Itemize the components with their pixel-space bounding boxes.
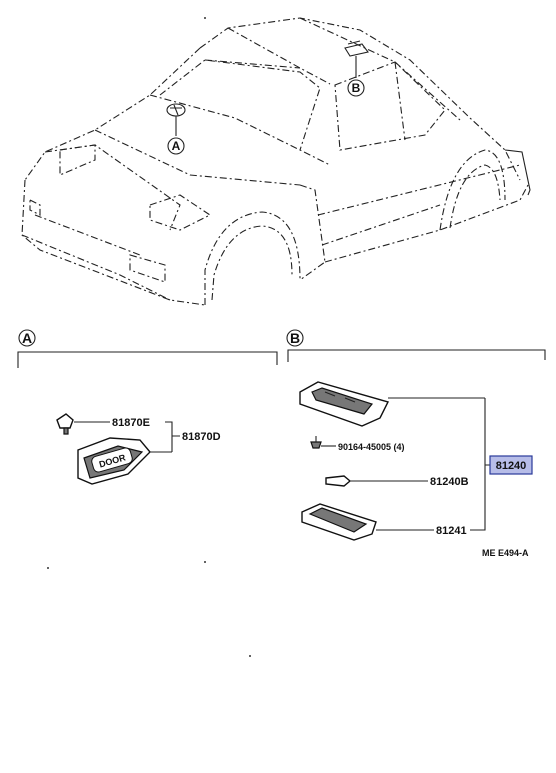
part-81241-lens[interactable] bbox=[301, 503, 434, 541]
section-a-label: A bbox=[22, 330, 32, 346]
label-screw: 90164-45005 (4) bbox=[338, 442, 405, 452]
section-b-label: B bbox=[290, 330, 300, 346]
label-81240: 81240 bbox=[496, 460, 527, 472]
scan-dots bbox=[47, 17, 251, 657]
section-a-header: A bbox=[17, 329, 278, 368]
part-81240b-bulb[interactable] bbox=[325, 475, 428, 487]
label-81870e: 81870E bbox=[112, 417, 150, 429]
part-81870d-lamp[interactable]: DOOR bbox=[77, 437, 151, 485]
part-screw[interactable] bbox=[310, 436, 336, 449]
callout-b-label: B bbox=[352, 81, 361, 95]
callout-b[interactable]: B bbox=[347, 79, 365, 97]
part-lamp-housing[interactable] bbox=[299, 381, 390, 427]
label-81870d: 81870D bbox=[182, 431, 221, 443]
section-b-header: B bbox=[286, 329, 546, 362]
part-81240-highlight[interactable]: 81240 bbox=[489, 455, 533, 475]
label-81241: 81241 bbox=[436, 525, 467, 537]
callout-a-label: A bbox=[172, 139, 181, 153]
diagram-code: ME E494-A bbox=[482, 548, 529, 558]
callout-a[interactable]: A bbox=[167, 137, 185, 155]
part-81870e-clip[interactable] bbox=[56, 413, 110, 435]
car-illustration bbox=[21, 17, 531, 306]
label-81240b: 81240B bbox=[430, 476, 469, 488]
